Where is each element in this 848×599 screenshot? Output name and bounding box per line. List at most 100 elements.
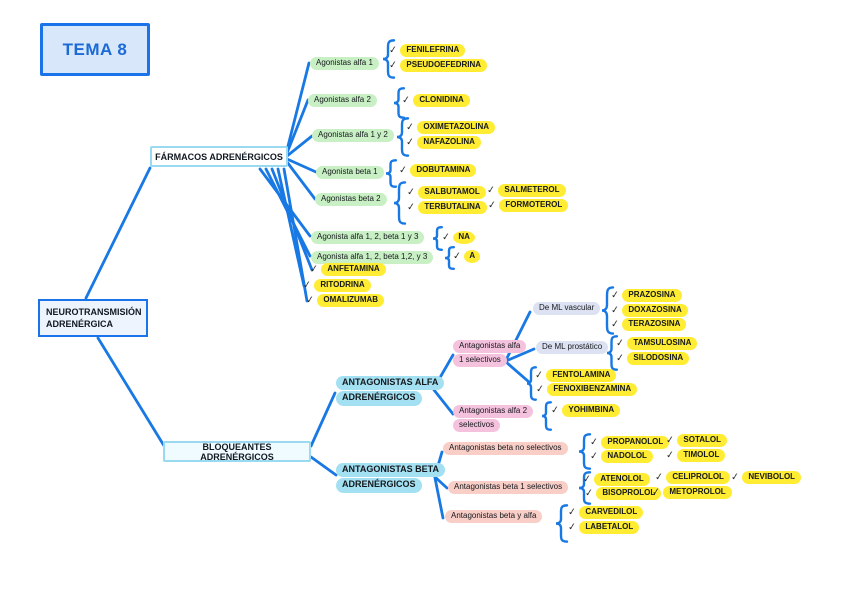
drug-bisoprolol[interactable]: ✓BISOPROLOL [584,487,662,500]
drug-prazosina[interactable]: ✓PRAZOSINA [610,289,682,302]
check-icon: ✓ [615,352,625,364]
drug-label: CELIPROLOL [666,471,730,484]
drug-label: SALMETEROL [498,184,566,197]
node-agonista-beta-1[interactable]: Agonista beta 1 [316,166,384,179]
check-icon: ✓ [582,473,592,485]
drug-labetalol[interactable]: ✓LABETALOL [567,521,640,534]
drug-label: ANFETAMINA [321,263,386,276]
node-agonistas-alfa-1[interactable]: Agonistas alfa 1 [310,57,379,70]
label-line: ADRENÉRGICOS [336,478,422,493]
drug-pseudoefedrina[interactable]: ✓PSEUDOEFEDRINA [388,59,488,72]
drug-nadolol[interactable]: ✓NADOLOL [589,450,653,463]
check-icon: ✓ [302,279,312,291]
drug-label: NEVIBOLOL [742,471,802,484]
drug-terbutalina[interactable]: ✓TERBUTALINA [406,201,487,214]
check-icon: ✓ [406,201,416,213]
drug-anfetamina[interactable]: ✓ANFETAMINA [309,263,386,276]
drug-terazosina[interactable]: ✓TERAZOSINA [610,318,687,331]
check-icon: ✓ [534,369,544,381]
node-agonistas-alfa-1-y-2[interactable]: Agonistas alfa 1 y 2 [312,129,394,142]
label-line: Antagonistas alfa 2 [453,405,534,418]
drug-tamsulosina[interactable]: ✓TAMSULOSINA [615,337,698,350]
drug-label: PRAZOSINA [622,289,682,302]
check-icon: ✓ [486,184,496,196]
check-icon: ✓ [567,521,577,533]
drug-fentolamina[interactable]: ✓FENTOLAMINA [534,369,617,382]
check-icon: ✓ [665,449,675,461]
label-line: 1 selectivos [453,354,507,367]
drug-timolol[interactable]: ✓TIMOLOL [665,449,726,462]
node-bloqueantes-adrenergicos[interactable]: BLOQUEANTES ADRENÉRGICOS [163,441,311,462]
drug-propanolol[interactable]: ✓PROPANOLOL [589,436,670,449]
drug-celiprolol[interactable]: ✓CELIPROLOL [654,471,730,484]
node-antagonistas-alfa-2-selectivos[interactable]: Antagonistas alfa 2 selectivos [453,405,534,432]
drug-silodosina[interactable]: ✓SILODOSINA [615,352,690,365]
drug-a[interactable]: ✓A [452,250,481,263]
node-antagonistas-beta-1-selectivos[interactable]: Antagonistas beta 1 selectivos [448,481,569,494]
node-antagonistas-beta-y-alfa[interactable]: Antagonistas beta y alfa [445,510,543,523]
drug-fenilefrina[interactable]: ✓FENILEFRINA [388,44,466,57]
drug-label: NADOLOL [601,450,653,463]
drug-label: SILODOSINA [627,352,690,365]
check-icon: ✓ [610,318,620,330]
drug-label: OXIMETAZOLINA [417,121,496,134]
drug-label: CARVEDILOL [579,506,644,519]
node-antagonistas-beta-adrenergicos[interactable]: ANTAGONISTAS BETA ADRENÉRGICOS [336,463,445,493]
tema-title-box[interactable]: TEMA 8 [40,23,150,76]
check-icon: ✓ [305,294,315,306]
check-icon: ✓ [651,486,661,498]
drug-label: CLONIDINA [413,94,470,107]
check-icon: ✓ [730,471,740,483]
node-agonistas-alfa-2[interactable]: Agonistas alfa 2 [308,94,377,107]
drug-salbutamol[interactable]: ✓SALBUTAMOL [406,186,486,199]
node-de-ml-prostatico[interactable]: De ML prostático [536,341,609,354]
drug-label: SOTALOL [677,434,728,447]
drug-nevibolol[interactable]: ✓NEVIBOLOL [730,471,802,484]
drug-formoterol[interactable]: ✓FORMOTEROL [487,199,569,212]
drug-yohimbina[interactable]: ✓YOHIMBINA [550,404,621,417]
node-farmacos-adrenergicos[interactable]: FÁRMACOS ADRENÉRGICOS [150,146,288,167]
drug-metoprolol[interactable]: ✓METOPROLOL [651,486,732,499]
drug-sotalol[interactable]: ✓SOTALOL [665,434,728,447]
drug-na[interactable]: ✓NA [441,231,475,244]
check-icon: ✓ [401,94,411,106]
drug-oximetazolina[interactable]: ✓OXIMETAZOLINA [405,121,496,134]
check-icon: ✓ [388,59,398,71]
drug-label: PSEUDOEFEDRINA [400,59,488,72]
node-de-ml-vascular[interactable]: De ML vascular [533,302,601,315]
drug-nafazolina[interactable]: ✓NAFAZOLINA [405,136,481,149]
check-icon: ✓ [584,487,594,499]
drug-label: FENOXIBENZAMINA [547,383,638,396]
drug-label: FORMOTEROL [499,199,569,212]
check-icon: ✓ [589,450,599,462]
node-agonistas-beta-2[interactable]: Agonistas beta 2 [315,193,387,206]
farmacos-label: FÁRMACOS ADRENÉRGICOS [155,151,283,162]
drug-ritodrina[interactable]: ✓RITODRINA [302,279,371,292]
drug-label: SALBUTAMOL [418,186,486,199]
bloqueantes-label: BLOQUEANTES ADRENÉRGICOS [200,441,274,462]
drug-omalizumab[interactable]: ✓OMALIZUMAB [305,294,385,307]
drug-label: NA [453,231,475,244]
node-antagonistas-alfa-adrenergicos[interactable]: ANTAGONISTAS ALFA ADRENÉRGICOS [336,376,445,406]
node-agonista-alfa12-beta123[interactable]: Agonista alfa 1, 2, beta 1,2, y 3 [311,251,434,264]
node-antagonistas-beta-no-selectivos[interactable]: Antagonistas beta no selectivos [443,442,568,455]
drug-label: TERBUTALINA [418,201,487,214]
drug-label: FENTOLAMINA [546,369,617,382]
drug-doxazosina[interactable]: ✓DOXAZOSINA [610,304,688,317]
node-antagonistas-alfa-1-selectivos[interactable]: Antagonistas alfa 1 selectivos [453,340,527,367]
drug-salmeterol[interactable]: ✓SALMETEROL [486,184,566,197]
check-icon: ✓ [452,250,462,262]
node-agonista-alfa12-beta1y3[interactable]: Agonista alfa 1, 2, beta 1 y 3 [311,231,425,244]
drug-atenolol[interactable]: ✓ATENOLOL [582,473,650,486]
drug-clonidina[interactable]: ✓CLONIDINA [401,94,470,107]
branch-lines [84,61,536,520]
drug-carvedilol[interactable]: ✓CARVEDILOL [567,506,644,519]
check-icon: ✓ [441,231,451,243]
drug-dobutamina[interactable]: ✓DOBUTAMINA [398,164,477,177]
check-icon: ✓ [567,506,577,518]
drug-fenoxibenzamina[interactable]: ✓FENOXIBENZAMINA [535,383,638,396]
check-icon: ✓ [406,186,416,198]
